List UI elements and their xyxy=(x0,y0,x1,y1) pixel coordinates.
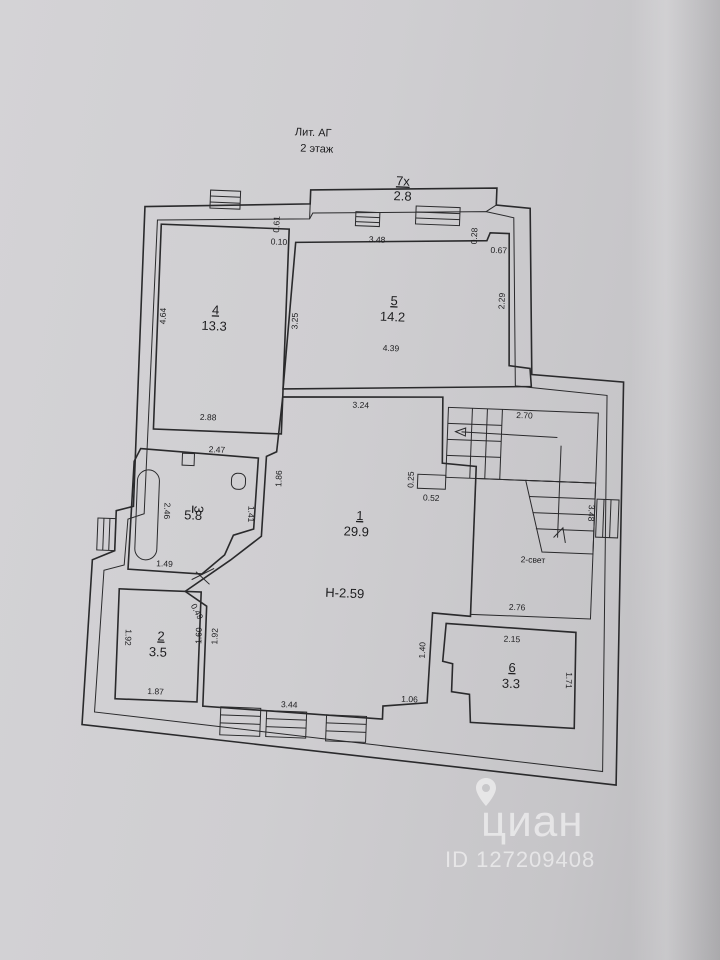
dim-4-64: 4.64 xyxy=(157,307,168,324)
room-5-area: 14.2 xyxy=(380,309,406,325)
door-marker-2 xyxy=(195,571,210,585)
header-floor: 2 этаж xyxy=(300,142,334,155)
watermark: циан ID 127209408 xyxy=(445,775,685,875)
room-1-number: 1 xyxy=(356,508,364,523)
dim-3-24: 3.24 xyxy=(352,400,369,411)
paper-edge-shadow xyxy=(630,0,720,960)
dim-2-70: 2.70 xyxy=(516,410,533,421)
second-light-label: 2-свет xyxy=(521,554,546,565)
watermark-id: ID 127209408 xyxy=(445,847,596,872)
room-6-area: 3.3 xyxy=(502,676,521,692)
sink xyxy=(181,452,196,467)
room-7x-number: 7х xyxy=(396,173,411,189)
dim-0-67: 0.67 xyxy=(490,245,507,256)
dim-1-40: 1.40 xyxy=(417,642,428,659)
dim-1-86: 1.86 xyxy=(273,470,284,487)
header-lit: Лит. АГ xyxy=(295,126,332,139)
room-2-outline xyxy=(114,588,203,703)
room-1-area: 29.9 xyxy=(343,523,369,539)
chimney-box xyxy=(416,473,447,490)
room-6-number: 6 xyxy=(508,660,516,675)
dim-1-87: 1.87 xyxy=(147,686,164,697)
dim-2-88: 2.88 xyxy=(200,412,217,423)
dim-3-44: 3.44 xyxy=(281,699,298,710)
room-3-outline xyxy=(127,447,260,575)
dim-0-10: 0.10 xyxy=(271,236,288,247)
room-5-outline xyxy=(282,232,533,390)
dim-2-15: 2.15 xyxy=(503,634,520,645)
dim-0-52: 0.52 xyxy=(423,492,440,503)
dim-3-48-top: 3.48 xyxy=(369,234,386,245)
dim-0-61: 0.61 xyxy=(271,216,282,233)
dim-0-28: 0.28 xyxy=(469,227,480,244)
dim-1-06: 1.06 xyxy=(401,694,418,705)
room-2-area: 3.5 xyxy=(149,644,168,660)
dim-1-60: 1.60 xyxy=(193,627,204,644)
watermark-brand: циан xyxy=(481,797,584,846)
room-7x-area: 2.8 xyxy=(393,188,412,204)
room-4-area: 13.3 xyxy=(201,318,227,334)
height-label: Н-2.59 xyxy=(325,585,365,601)
room-6-outline xyxy=(441,622,577,730)
dim-1-92-right: 1.92 xyxy=(209,628,220,645)
dim-3-48-stair: 3.48 xyxy=(586,505,597,522)
dim-2-29: 2.29 xyxy=(496,292,507,309)
room-5-number: 5 xyxy=(390,293,398,308)
windows xyxy=(96,189,620,743)
dim-1-41: 1.41 xyxy=(246,506,257,523)
dim-3-25: 3.25 xyxy=(289,312,300,329)
dim-1-49: 1.49 xyxy=(156,558,173,569)
room-1-outline xyxy=(183,396,478,720)
dim-0-25: 0.25 xyxy=(405,471,416,488)
dim-4-39: 4.39 xyxy=(383,343,400,354)
bathtub xyxy=(134,469,160,561)
dim-0-49: 0.49 xyxy=(189,602,206,622)
second-light-zone xyxy=(470,477,597,620)
room-3-number: 3 xyxy=(191,506,206,514)
inner-wall-outline xyxy=(93,211,608,773)
room-4-outline xyxy=(152,223,291,435)
dim-2-76: 2.76 xyxy=(509,602,526,613)
room-2-number: 2 xyxy=(157,628,165,643)
outer-wall xyxy=(81,187,625,786)
dim-1-71: 1.71 xyxy=(564,672,575,689)
dim-1-92-left: 1.92 xyxy=(123,629,134,646)
dim-2-46: 2.46 xyxy=(162,502,173,519)
door-marker xyxy=(191,568,215,581)
room-3-area: 5.8 xyxy=(184,507,203,523)
room-4-number: 4 xyxy=(212,302,220,317)
toilet xyxy=(230,472,247,490)
location-pin-icon xyxy=(476,778,496,806)
room-7x-outline xyxy=(309,203,497,219)
dim-2-47: 2.47 xyxy=(208,444,225,455)
